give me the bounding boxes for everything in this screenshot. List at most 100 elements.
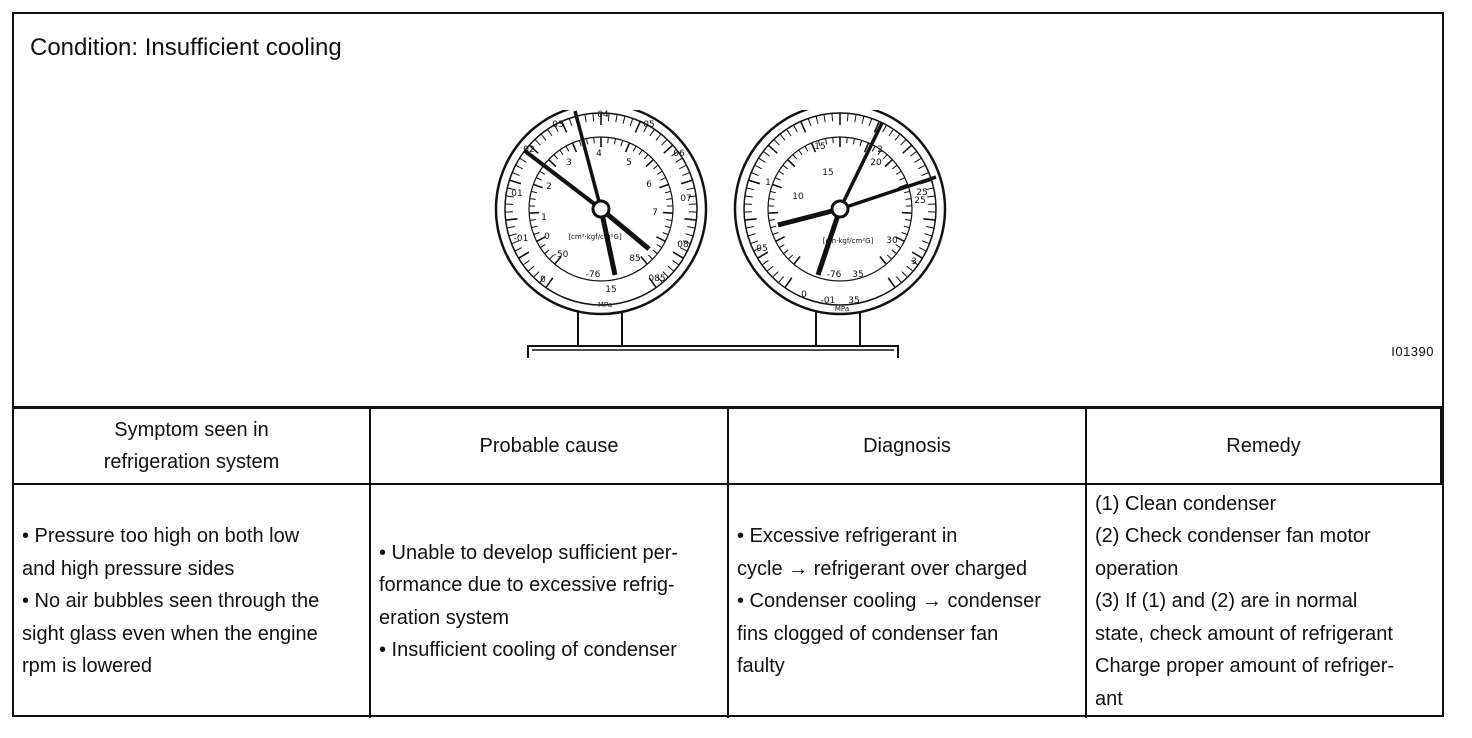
gauge-tick	[511, 240, 520, 245]
gauge-tick	[887, 277, 896, 289]
gauge-tick	[685, 233, 694, 237]
low-outer-label-1: -01	[514, 234, 529, 244]
gauge-tick	[744, 195, 753, 198]
symptom-line: rpm is lowered	[22, 655, 153, 678]
high-unit-label: [cm·kgf/cm²G]	[823, 237, 874, 245]
gauge-tick	[778, 170, 785, 175]
low-needle-hub	[591, 199, 611, 219]
cause-cell: • Unable to develop sufficient per- form…	[371, 485, 729, 718]
high-inner-label-5: 35	[852, 270, 863, 280]
gauge-tick	[823, 114, 826, 123]
low-inner-label-2: 1	[541, 213, 547, 223]
gauge-tick	[861, 115, 865, 124]
cause-line: formance due to excessive refrig-	[379, 574, 675, 596]
header-diagnosis: Diagnosis	[729, 409, 1087, 485]
gauge-tick	[657, 276, 663, 284]
gauge-tick	[571, 142, 578, 153]
gauge-tick	[675, 157, 683, 163]
high-needle-3	[839, 175, 937, 211]
high-mpa-label: MPa	[835, 305, 849, 313]
condition-title: Condition: Insufficient cooling	[30, 34, 342, 61]
gauge-tick	[905, 198, 912, 200]
gauge-tick	[810, 142, 817, 153]
high-outer-label-6: 25	[914, 196, 925, 206]
gauge-tick	[854, 114, 857, 123]
gauge-tick	[896, 276, 902, 284]
gauge-tick	[768, 219, 775, 221]
remedy-line: (3) If (1) and (2) are in normal	[1095, 590, 1358, 613]
gauge-tick	[804, 145, 809, 152]
gauge-tick	[508, 233, 517, 237]
gauge-tick	[895, 170, 902, 175]
low-mpa-label: MPa	[598, 301, 612, 309]
gauge-tick	[624, 142, 631, 153]
gauge-tick	[773, 139, 780, 146]
low-inner-label-1: 0	[544, 232, 550, 242]
gauge-tick	[888, 129, 894, 137]
gauge-tick	[553, 154, 559, 160]
header-remedy: Remedy	[1087, 409, 1442, 485]
gauge-tick	[792, 154, 798, 160]
low-needle-4	[598, 208, 618, 276]
low-outer-label-8: 07	[680, 194, 691, 204]
gauge-tick	[923, 218, 936, 221]
gauge-tick	[638, 149, 643, 156]
gauge-tick	[882, 154, 888, 160]
gauge-tick	[559, 149, 564, 156]
gauge-tick	[778, 276, 784, 284]
gauge-tick	[927, 195, 936, 198]
gauge-tick	[774, 177, 781, 181]
gauge-tick	[924, 233, 933, 237]
low-inner-label-3: 2	[546, 182, 552, 192]
gauge-tick	[662, 271, 669, 278]
low-inner-label-8: 7	[652, 208, 658, 218]
gauge-tick	[682, 240, 691, 245]
gauge-tick	[846, 137, 848, 144]
gauge-tick	[615, 114, 618, 123]
gauge-tick	[522, 259, 530, 266]
gauge-tick	[607, 137, 609, 144]
gauge-tick	[664, 190, 671, 194]
gauge-tick	[632, 145, 637, 152]
diagnosis-line: • Excessive refrigerant in	[737, 525, 958, 548]
gauge-tick	[548, 159, 557, 168]
gauge-tick	[565, 145, 570, 152]
gauge-tick	[911, 251, 923, 259]
gauge-tick	[620, 140, 624, 147]
gauge-tick	[531, 190, 538, 194]
high-inner-tick-ring	[768, 137, 912, 265]
figure-id: I01390	[1391, 344, 1434, 359]
gauge-tick	[832, 137, 834, 144]
remedy-line: (1) Clean condenser	[1095, 492, 1277, 515]
gauge-tick	[660, 177, 667, 181]
gauge-tick	[682, 172, 690, 177]
gauge-tick	[894, 133, 901, 141]
low-needle-1	[523, 149, 603, 211]
gauge-tick	[593, 137, 595, 144]
gauge-tick	[643, 154, 649, 160]
remedy-line: operation	[1095, 557, 1179, 580]
remedy-line: (2) Check condenser fan motor	[1095, 525, 1371, 548]
gauge-tick	[534, 139, 541, 146]
gauge-tick	[901, 232, 908, 236]
gauge-tick	[911, 259, 919, 266]
gauge-tick	[554, 124, 559, 133]
low-inner-label-4: 3	[566, 158, 572, 168]
gauge-tick	[879, 255, 887, 265]
header-probable-cause: Probable cause	[371, 409, 729, 485]
gauge-tick	[584, 114, 587, 123]
gauge-tick	[512, 172, 520, 177]
low-inner-label-7: 6	[646, 180, 652, 190]
symptom-line: • No air bubbles seen through the	[22, 590, 320, 613]
remedy-line: state, check amount of refrigerant	[1095, 622, 1393, 645]
gauge-tick	[787, 159, 796, 168]
gauge-tick	[560, 121, 568, 133]
gauge-tick	[518, 251, 530, 259]
high-outer-label-0: 0	[801, 290, 807, 300]
gauge-tick	[745, 226, 754, 229]
gauge-tick	[782, 164, 788, 170]
gauge-tick	[772, 183, 782, 189]
gauge-tick	[905, 219, 912, 221]
diagnosis-line: • Condenser cooling → condenser	[737, 590, 1041, 613]
gauge-tick	[671, 151, 679, 157]
